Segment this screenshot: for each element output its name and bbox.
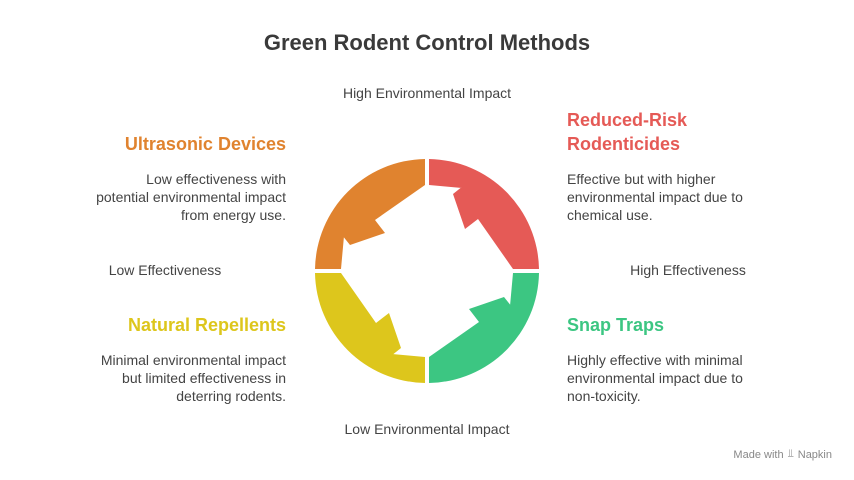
quadrant-description: Minimal environmental impact but limited… [100,352,286,404]
axis-label-top: High Environmental Impact [342,85,512,101]
quadrant-description: Low effectiveness with potential environ… [96,171,286,223]
ring-segment-reduced-risk [429,159,539,269]
axis-label-right: High Effectiveness [630,262,746,278]
napkin-logo-icon: ⫫ [787,448,794,460]
quadrant-title: Reduced-Risk Rodenticides [567,110,688,154]
axis-label-left: Low Effectiveness [108,262,222,278]
napkin-footer: Made with ⫫ Napkin [733,448,832,461]
made-with-label: Made with [733,448,784,461]
quadrant-title: Ultrasonic Devices [124,134,286,154]
cycle-ring [315,159,539,383]
ring-segment-snap-traps [429,273,539,383]
ring-segment-natural-repellents [315,273,425,383]
quadrant-ultrasonic-devices: Ultrasonic Devices Low effectiveness wit… [96,132,286,224]
quadrant-snap-traps: Snap Traps Highly effective with minimal… [567,313,767,405]
quadrant-title: Snap Traps [567,315,665,335]
quadrant-title: Natural Repellents [127,315,286,335]
axis-label-bottom: Low Environmental Impact [344,421,510,437]
quadrant-description: Effective but with higher environmental … [567,171,743,223]
ring-segment-ultrasonic [315,159,425,269]
quadrant-description: Highly effective with minimal environmen… [567,352,743,404]
quadrant-natural-repellents: Natural Repellents Minimal environmental… [96,313,286,405]
diagram-title: Green Rodent Control Methods [263,30,591,55]
quadrant-reduced-risk-rodenticides: Reduced-Risk Rodenticides Effective but … [567,108,767,224]
napkin-brand-label: Napkin [797,448,832,461]
